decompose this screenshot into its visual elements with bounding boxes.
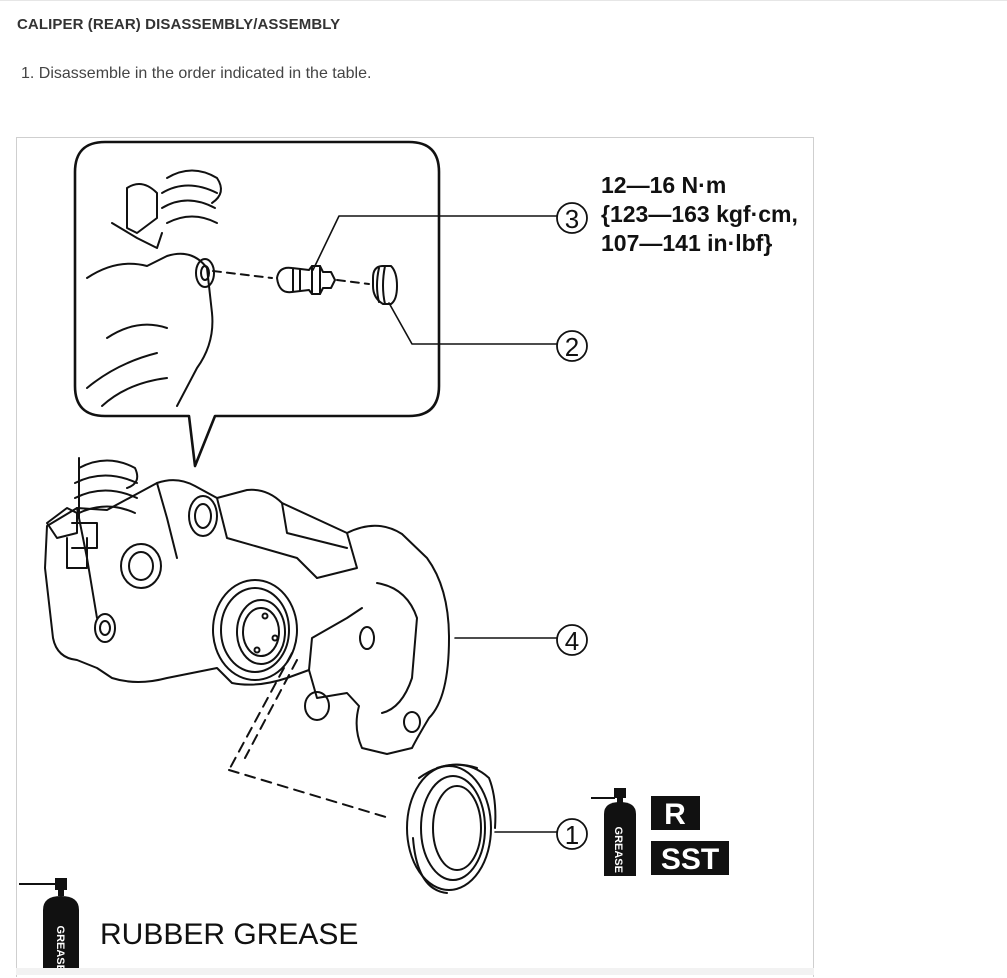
caliper-diagram: 3 2 4 1 12—16 N·m {123—163 kgf·cm, 107—1…: [16, 137, 814, 977]
bleeder-cap: [372, 265, 398, 305]
page-title: CALIPER (REAR) DISASSEMBLY/ASSEMBLY: [17, 16, 341, 33]
svg-text:SST: SST: [661, 843, 719, 876]
torque-line-3: 107—141 in·lbf}: [601, 230, 772, 256]
detail-callout-bubble: [73, 140, 441, 468]
svg-text:GREASE: GREASE: [54, 926, 66, 972]
svg-text:1: 1: [565, 820, 579, 850]
grease-can-icon: GREASE: [591, 788, 636, 876]
callout-2: 2: [556, 330, 588, 362]
legend-rubber-grease: RUBBER GREASE: [100, 918, 358, 951]
legend-grease-can-icon: GREASE: [19, 878, 79, 974]
callout-3: 3: [556, 202, 588, 234]
callout-1: 1: [556, 818, 588, 850]
detail-caliper-fragment: [86, 169, 222, 407]
torque-line-1: 12—16 N·m: [601, 172, 726, 198]
svg-text:3: 3: [565, 204, 579, 234]
bleeder-screw: [276, 265, 336, 295]
top-divider: [0, 0, 1007, 1]
callout-4: 4: [556, 624, 588, 656]
svg-text:GREASE: GREASE: [612, 827, 624, 873]
sst-symbol: SST: [651, 841, 729, 876]
svg-text:2: 2: [565, 332, 579, 362]
figure-bottom-band: [16, 968, 814, 975]
caliper-body: [44, 457, 450, 755]
dust-seal: [406, 763, 497, 894]
instruction-step: 1. Disassemble in the order indicated in…: [21, 65, 372, 82]
replace-symbol: R: [651, 796, 700, 831]
svg-text:R: R: [664, 798, 686, 831]
svg-text:4: 4: [565, 626, 579, 656]
torque-spec: 12—16 N·m {123—163 kgf·cm, 107—141 in·lb…: [601, 172, 798, 256]
torque-line-2: {123—163 kgf·cm,: [601, 201, 798, 227]
